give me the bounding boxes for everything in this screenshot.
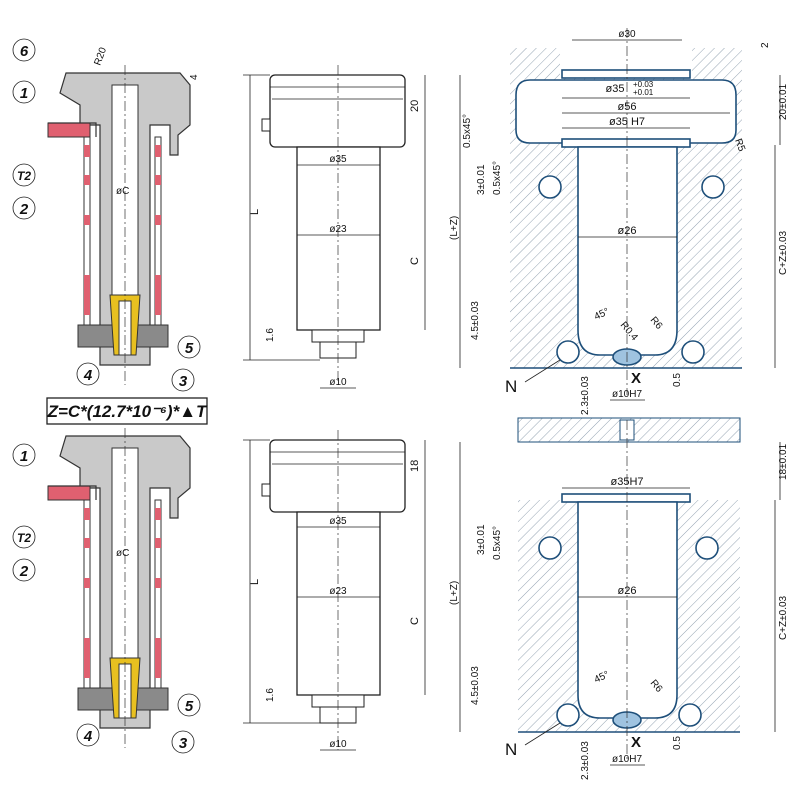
nozzle-bottom-dims: L C 18 1.6 ø35 ø23 ø10 bbox=[243, 439, 426, 751]
svg-text:18±0.01: 18±0.01 bbox=[778, 443, 789, 480]
svg-text:ø35 H7: ø35 H7 bbox=[609, 116, 645, 128]
svg-text:5: 5 bbox=[185, 340, 194, 357]
svg-text:ø10H7: ø10H7 bbox=[612, 754, 642, 765]
svg-text:(L+Z): (L+Z) bbox=[449, 581, 460, 605]
svg-text:4: 4 bbox=[83, 367, 93, 384]
mold-cavity-top bbox=[510, 28, 742, 395]
svg-text:0.5: 0.5 bbox=[672, 373, 683, 387]
svg-text:ø35: ø35 bbox=[329, 516, 347, 527]
svg-text:3: 3 bbox=[179, 373, 188, 390]
svg-text:ø23: ø23 bbox=[329, 586, 347, 597]
svg-text:N: N bbox=[505, 377, 517, 396]
svg-text:3±0.01: 3±0.01 bbox=[476, 164, 487, 195]
svg-text:18: 18 bbox=[409, 460, 421, 472]
svg-text:ø35: ø35 bbox=[606, 83, 625, 95]
svg-text:C: C bbox=[409, 617, 421, 625]
callouts-top: 6 1 T2 2 4 3 5 bbox=[12, 38, 201, 392]
mold-top-dims: ø30 2 ø35 +0.03 +0.01 ø56 ø35 H7 20±0.01… bbox=[449, 29, 789, 415]
svg-text:(L+Z): (L+Z) bbox=[449, 216, 460, 240]
svg-text:2: 2 bbox=[19, 563, 29, 580]
svg-text:4: 4 bbox=[83, 728, 93, 745]
svg-text:2.3±0.03: 2.3±0.03 bbox=[580, 376, 591, 415]
svg-text:4.5±0.03: 4.5±0.03 bbox=[470, 301, 481, 340]
svg-text:T2: T2 bbox=[17, 531, 31, 545]
svg-text:1.6: 1.6 bbox=[265, 688, 276, 702]
formula-box bbox=[46, 397, 208, 425]
svg-text:+0.01: +0.01 bbox=[633, 88, 654, 97]
svg-text:1: 1 bbox=[20, 448, 28, 465]
svg-text:L: L bbox=[249, 579, 261, 585]
svg-text:0.5x45°: 0.5x45° bbox=[462, 114, 473, 148]
nozzle-top-dims: L C 20 1.6 ø35 ø23 ø10 bbox=[243, 74, 426, 389]
svg-text:N: N bbox=[505, 740, 517, 759]
svg-text:X: X bbox=[631, 734, 641, 751]
svg-text:2: 2 bbox=[19, 201, 29, 218]
svg-text:1: 1 bbox=[20, 85, 28, 102]
svg-text:3: 3 bbox=[179, 735, 188, 752]
svg-text:1.6: 1.6 bbox=[265, 328, 276, 342]
svg-text:+0.03: +0.03 bbox=[633, 80, 654, 89]
svg-text:0.5: 0.5 bbox=[672, 736, 683, 750]
svg-text:4.5±0.03: 4.5±0.03 bbox=[470, 666, 481, 705]
svg-text:ø26: ø26 bbox=[618, 585, 637, 597]
svg-text:R5: R5 bbox=[732, 137, 747, 153]
svg-text:2.3±0.03: 2.3±0.03 bbox=[580, 741, 591, 780]
callouts-bottom: 1 T2 2 4 3 5 bbox=[12, 443, 201, 754]
svg-text:ø26: ø26 bbox=[618, 225, 637, 237]
svg-text:C+Z±0.03: C+Z±0.03 bbox=[778, 230, 789, 275]
svg-text:ø23: ø23 bbox=[329, 224, 347, 235]
svg-text:ø35H7: ø35H7 bbox=[610, 476, 643, 488]
svg-text:C: C bbox=[409, 257, 421, 265]
svg-text:5: 5 bbox=[185, 698, 194, 715]
formula: Z=C*(12.7*10⁻⁶)*▲T bbox=[47, 402, 208, 421]
svg-text:ø30: ø30 bbox=[618, 29, 636, 40]
svg-text:20±0.01: 20±0.01 bbox=[778, 83, 789, 120]
hot-runner-assembly-bottom bbox=[47, 427, 191, 749]
svg-text:0.5x45°: 0.5x45° bbox=[492, 526, 503, 560]
svg-text:L: L bbox=[249, 209, 261, 215]
svg-text:ø10: ø10 bbox=[329, 739, 347, 750]
svg-text:ø10: ø10 bbox=[329, 377, 347, 388]
svg-text:T2: T2 bbox=[17, 169, 31, 183]
svg-text:6: 6 bbox=[20, 43, 29, 60]
svg-text:ø10H7: ø10H7 bbox=[612, 389, 642, 400]
svg-text:0.5x45°: 0.5x45° bbox=[492, 161, 503, 195]
svg-text:20: 20 bbox=[409, 100, 421, 112]
radius-label: R20 bbox=[92, 46, 109, 67]
svg-text:3±0.01: 3±0.01 bbox=[476, 524, 487, 555]
svg-text:C+Z±0.03: C+Z±0.03 bbox=[778, 595, 789, 640]
dim-label: 4 bbox=[189, 74, 200, 80]
hot-runner-assembly-top bbox=[47, 64, 191, 386]
phi-c-label: øC bbox=[116, 186, 129, 197]
svg-text:2: 2 bbox=[760, 42, 771, 48]
svg-text:ø35: ø35 bbox=[329, 154, 347, 165]
phi-c-label: øC bbox=[116, 548, 129, 559]
svg-text:X: X bbox=[631, 370, 641, 387]
svg-text:ø56: ø56 bbox=[618, 101, 637, 113]
mold-cavity-bottom bbox=[517, 417, 741, 760]
